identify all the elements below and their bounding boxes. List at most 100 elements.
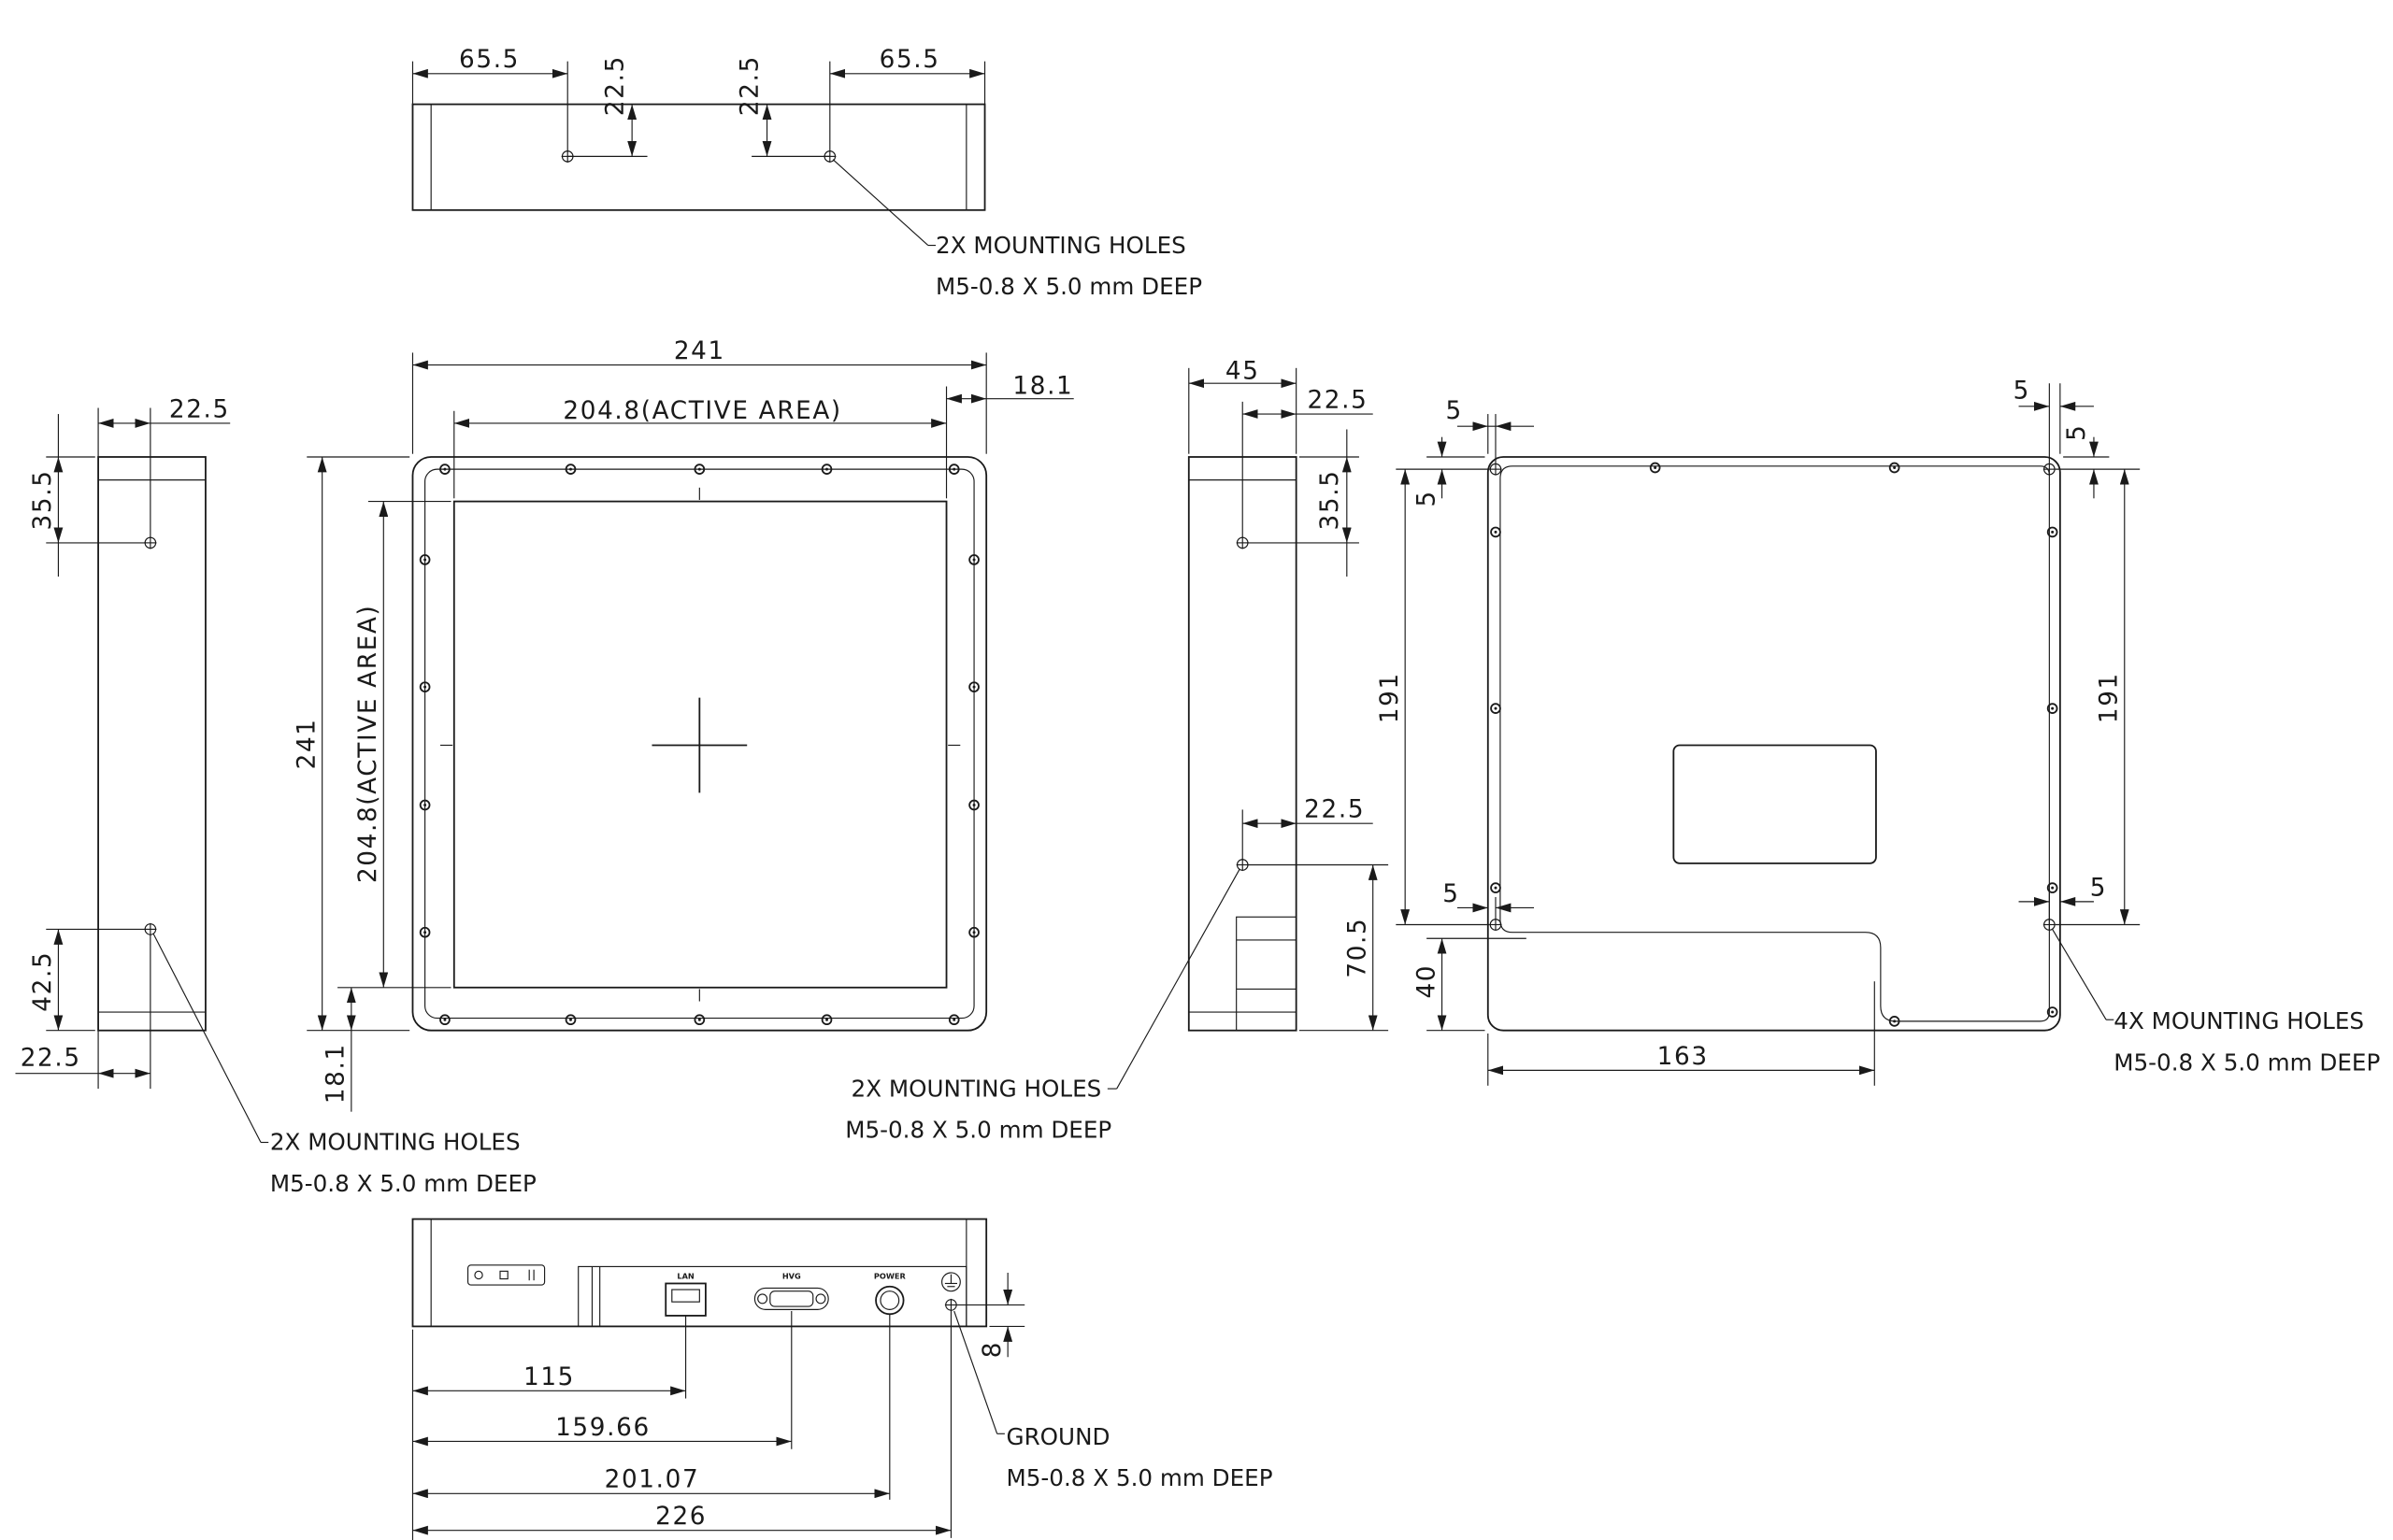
screw-center bbox=[443, 1018, 447, 1021]
screw-icon bbox=[821, 463, 833, 475]
dimension-label: 241 bbox=[674, 337, 725, 365]
dimension-label: 35.5 bbox=[29, 469, 57, 530]
screw-center bbox=[825, 467, 829, 471]
dimension-label: 5 bbox=[1412, 490, 1440, 506]
screw-center bbox=[825, 1018, 829, 1021]
screw-center bbox=[972, 931, 976, 934]
screw-icon bbox=[565, 463, 577, 475]
screw-center bbox=[972, 558, 976, 562]
top-view bbox=[411, 103, 986, 211]
screw-icon bbox=[419, 681, 431, 692]
screw-center bbox=[697, 1018, 701, 1021]
dimension-label: 201.07 bbox=[605, 1466, 700, 1494]
bottom-view bbox=[1486, 456, 2061, 1032]
dimension-label: 22.5 bbox=[601, 55, 629, 116]
dimension-label: 5 bbox=[2063, 424, 2091, 441]
dimension-label: 35.5 bbox=[1316, 469, 1344, 530]
extension-line bbox=[953, 1310, 998, 1434]
power-label: POWER bbox=[874, 1272, 907, 1281]
power-led-icon bbox=[474, 1270, 483, 1280]
dimension-label: 2X MOUNTING HOLES bbox=[270, 1129, 521, 1156]
screw-icon bbox=[565, 1014, 577, 1026]
screw-center bbox=[1893, 1020, 1897, 1023]
front-view bbox=[411, 456, 988, 1032]
dimension-label: 204.8(ACTIVE AREA) bbox=[563, 397, 841, 425]
dimension-label: 241 bbox=[293, 718, 321, 769]
screw-icon bbox=[1490, 882, 1501, 893]
screw-center bbox=[697, 467, 701, 471]
screw-center bbox=[443, 467, 447, 471]
screw-icon bbox=[694, 1014, 706, 1026]
screw-icon bbox=[948, 463, 960, 475]
dimension-label: 42.5 bbox=[29, 951, 57, 1012]
extension-line bbox=[2052, 929, 2107, 1020]
dimension-label: 70.5 bbox=[1344, 918, 1372, 978]
dimension-label: 22.5 bbox=[1307, 386, 1368, 414]
rear-view: LAN HVG POWER bbox=[411, 1218, 988, 1328]
dimension-label: 5 bbox=[1442, 880, 1459, 908]
screw-center bbox=[2051, 1010, 2055, 1014]
screw-center bbox=[569, 467, 572, 471]
screw-center bbox=[1494, 886, 1497, 890]
dimension-label: M5-0.8 X 5.0 mm DEEP bbox=[845, 1117, 1111, 1144]
dimension-label: 204.8(ACTIVE AREA) bbox=[354, 605, 382, 883]
dimension-label: 22.5 bbox=[21, 1044, 81, 1072]
screw-icon bbox=[439, 463, 451, 475]
dimension-label: 191 bbox=[2096, 672, 2124, 723]
screw-center bbox=[953, 1018, 956, 1021]
dimensions-and-holes: 65.5 22.5 22.5 65.5 2X MOUNTING HOLES M5-0.8 … bbox=[15, 46, 2380, 1540]
dimension-label: 191 bbox=[1376, 672, 1404, 723]
dimension-label: GROUND bbox=[1007, 1423, 1111, 1450]
extension-line bbox=[1116, 869, 1240, 1090]
ground-symbol-icon bbox=[941, 1272, 961, 1292]
screw-icon bbox=[439, 1014, 451, 1026]
dimension-label: 226 bbox=[655, 1503, 707, 1531]
screw-icon bbox=[968, 926, 980, 938]
screw-center bbox=[972, 685, 976, 689]
screw-icon bbox=[419, 554, 431, 565]
screw-center bbox=[1654, 466, 1657, 469]
dimension-label: M5-0.8 X 5.0 mm DEEP bbox=[2114, 1048, 2380, 1076]
screw-icon bbox=[1490, 703, 1501, 714]
screw-center bbox=[1893, 466, 1897, 469]
screw-icon bbox=[948, 1014, 960, 1026]
screw-center bbox=[2051, 706, 2055, 710]
screw-icon bbox=[694, 463, 706, 475]
dimension-label: 40 bbox=[1412, 964, 1440, 999]
screw-center bbox=[2051, 530, 2055, 534]
dimension-label: 115 bbox=[523, 1363, 575, 1391]
dimension-label: 65.5 bbox=[880, 46, 940, 74]
screw-icon bbox=[968, 681, 980, 692]
screw-center bbox=[2051, 886, 2055, 890]
status-led-panel bbox=[466, 1264, 546, 1286]
label-plate bbox=[1672, 744, 1877, 864]
screw-center bbox=[423, 931, 427, 934]
screw-icon bbox=[968, 799, 980, 811]
screw-center bbox=[1494, 530, 1497, 534]
screw-icon bbox=[419, 799, 431, 811]
screw-icon bbox=[1490, 526, 1501, 538]
dimension-label: 5 bbox=[2090, 874, 2107, 902]
network-led-icon bbox=[499, 1270, 509, 1280]
extension-line bbox=[152, 934, 262, 1143]
screw-center bbox=[423, 685, 427, 689]
screw-center bbox=[423, 804, 427, 806]
screw-icon bbox=[821, 1014, 833, 1026]
screw-icon bbox=[419, 926, 431, 938]
left-side-view bbox=[97, 456, 207, 1032]
dimension-label: 8 bbox=[979, 1341, 1007, 1358]
dimension-label: 65.5 bbox=[459, 46, 520, 74]
screw-icon bbox=[2046, 882, 2058, 893]
screw-icon bbox=[1888, 1016, 1900, 1027]
dimension-label: 22.5 bbox=[1304, 796, 1365, 824]
screw-icon bbox=[968, 554, 980, 565]
screw-icon bbox=[2046, 703, 2058, 714]
dimension-label: M5-0.8 X 5.0 mm DEEP bbox=[1007, 1464, 1273, 1491]
dimension-label: 22.5 bbox=[169, 395, 230, 423]
screw-center bbox=[953, 467, 956, 471]
dimension-label: 4X MOUNTING HOLES bbox=[2114, 1007, 2364, 1034]
screw-icon bbox=[2046, 1006, 2058, 1018]
hvg-label: HVG bbox=[782, 1272, 801, 1281]
screw-center bbox=[1494, 706, 1497, 710]
